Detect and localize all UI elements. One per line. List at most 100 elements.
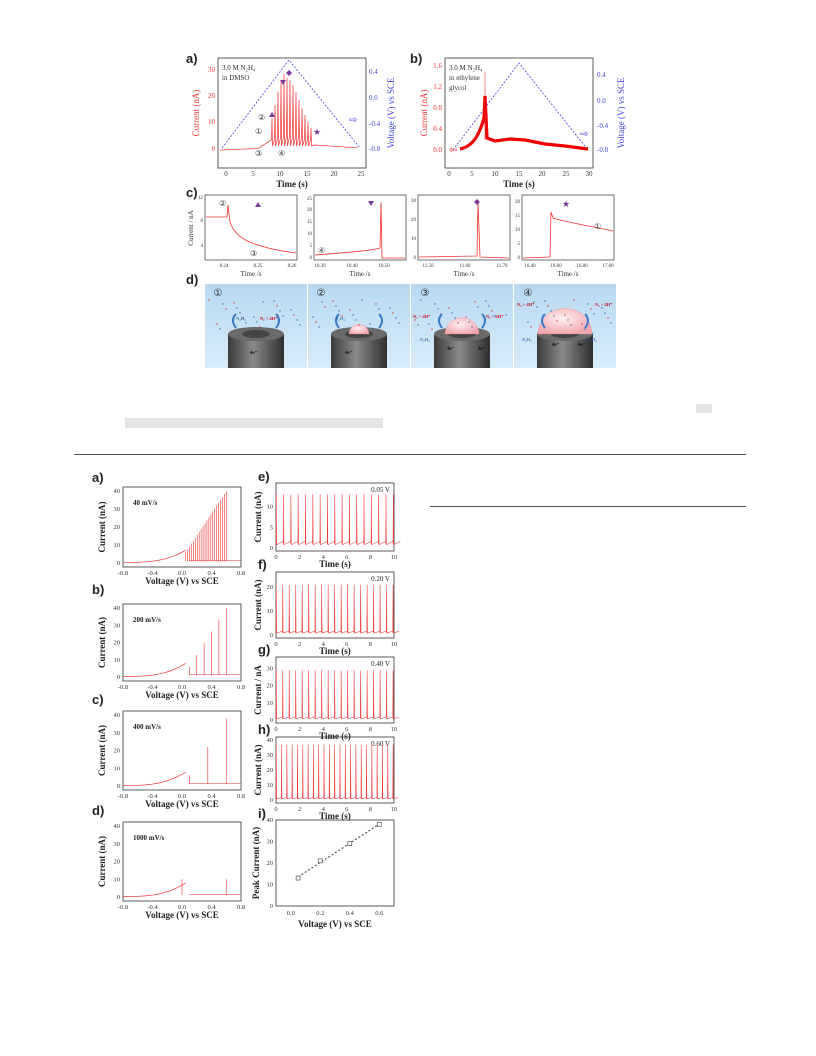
x-tick: 4 xyxy=(322,641,326,648)
x-tick: 0 xyxy=(274,554,277,561)
x-axis-label: Voltage (V) vs SCE xyxy=(145,910,218,920)
tick: 0.4 xyxy=(597,71,606,79)
x-tick: 0.4 xyxy=(207,904,216,911)
tick: 0.8 xyxy=(433,104,442,112)
tick: 10 xyxy=(492,170,500,178)
lsv-trace xyxy=(122,771,186,786)
y-tick: 40 xyxy=(114,712,121,719)
tick: 0 xyxy=(447,170,451,178)
x-tick: 8 xyxy=(369,726,372,733)
panel-label-b: b) xyxy=(410,51,422,66)
y-tick: 30 xyxy=(267,752,274,759)
tick: 16.60 xyxy=(550,264,562,269)
tick: 10 xyxy=(277,170,285,178)
tick: 5 xyxy=(518,242,521,247)
lsv-trace xyxy=(122,882,186,897)
x-axis-label: Time (s) xyxy=(319,731,351,741)
mechanism-step-tile xyxy=(411,284,513,368)
tick: 0 xyxy=(518,256,521,261)
y-tick: 10 xyxy=(267,504,274,511)
x-tick: 0.8 xyxy=(237,793,245,800)
panel-label-c: c) xyxy=(186,185,198,200)
tick: 11.50 xyxy=(422,264,434,269)
figure1-panel-c: c) ② ③ 4 8 12 8.24 8.25 8.26 Time /s Cur… xyxy=(186,185,615,278)
applied-voltage-label: 0.20 V xyxy=(371,575,390,583)
scan-rate-label: 40 mV/s xyxy=(133,499,158,507)
panel-label-d: d) xyxy=(186,272,198,287)
electron-label: 4e⁻ xyxy=(250,351,258,356)
marker-3: ③ xyxy=(255,149,262,158)
tick: -0.4 xyxy=(597,122,609,130)
tick: 10 xyxy=(411,237,417,242)
x-axis-label: Time (s) xyxy=(276,179,308,189)
tick: -0.8 xyxy=(597,146,609,154)
marker-2: ② xyxy=(258,113,265,122)
x-tick: 8 xyxy=(369,641,372,648)
annotation-line1: 3.0 M N₂H₄ xyxy=(449,64,483,72)
tick: 20 xyxy=(515,200,521,205)
annotation-line3: glycol xyxy=(449,84,467,92)
tick: 0 xyxy=(414,256,417,261)
x-tick: 0 xyxy=(274,806,277,813)
species-label: N₂H₄ xyxy=(522,337,532,342)
panel-label: g) xyxy=(258,642,270,657)
y-tick: 10 xyxy=(267,782,274,789)
x-axis-label: Voltage (V) vs SCE xyxy=(298,919,371,929)
y-tick: 0 xyxy=(117,894,120,901)
y-tick: 0 xyxy=(270,545,273,552)
tick: 4 xyxy=(201,244,204,249)
tick: 10 xyxy=(515,228,521,233)
species-label: N₂ + 4H⁺ xyxy=(413,314,431,319)
y-tick: 20 xyxy=(114,748,121,755)
x-tick: 8 xyxy=(369,554,372,561)
y-tick: 40 xyxy=(114,823,121,830)
tick: 11.70 xyxy=(496,264,508,269)
tick: 25 xyxy=(358,170,366,178)
x-tick: 4 xyxy=(322,806,326,813)
x-tick: 0.6 xyxy=(375,910,384,917)
tick: 15 xyxy=(304,170,312,178)
y-tick: 40 xyxy=(114,488,121,495)
scan-rate-label: 1000 mV/s xyxy=(133,834,165,842)
tick: 15 xyxy=(515,214,521,219)
y-tick: 30 xyxy=(114,730,121,737)
x-tick: 0 xyxy=(274,641,277,648)
y-tick: 0 xyxy=(270,717,273,724)
x-tick: 0.4 xyxy=(346,910,355,917)
tick: 17.00 xyxy=(602,264,614,269)
x-tick: 0.0 xyxy=(178,793,186,800)
panel-label-i: i) xyxy=(258,806,266,821)
y-tick: 40 xyxy=(114,605,121,612)
tick: 25 xyxy=(563,170,571,178)
x-tick: 10 xyxy=(391,641,398,648)
tick: 20 xyxy=(307,208,313,213)
tick: 8.24 xyxy=(220,264,229,269)
panel-label: f) xyxy=(258,557,267,572)
current-trace xyxy=(275,584,400,634)
species-label: N₂ + 4H⁺ xyxy=(595,302,613,307)
marker-1: ① xyxy=(255,127,262,136)
marker-4: ④ xyxy=(278,149,285,158)
marker-2: ② xyxy=(219,199,226,208)
y-axis-label-right: Voltage (V) vs SCE xyxy=(616,77,626,149)
tick: 0 xyxy=(212,145,216,153)
y-tick: 20 xyxy=(267,860,274,867)
y-tick: 20 xyxy=(267,584,274,591)
y-tick: 10 xyxy=(114,876,121,883)
data-point xyxy=(295,875,301,881)
x-tick: 0.0 xyxy=(178,570,186,577)
step-4: ④ xyxy=(524,288,533,299)
applied-voltage-label: 0.05 V xyxy=(371,486,390,494)
caption-redaction-bar xyxy=(125,418,383,428)
tick: 30 xyxy=(586,170,594,178)
y-tick: 10 xyxy=(267,882,274,889)
x-tick: 0 xyxy=(274,726,277,733)
caption-redaction-bar xyxy=(696,404,712,413)
x-tick: 2 xyxy=(298,806,301,813)
lsv-trace xyxy=(122,663,186,677)
x-tick: 4 xyxy=(322,554,326,561)
